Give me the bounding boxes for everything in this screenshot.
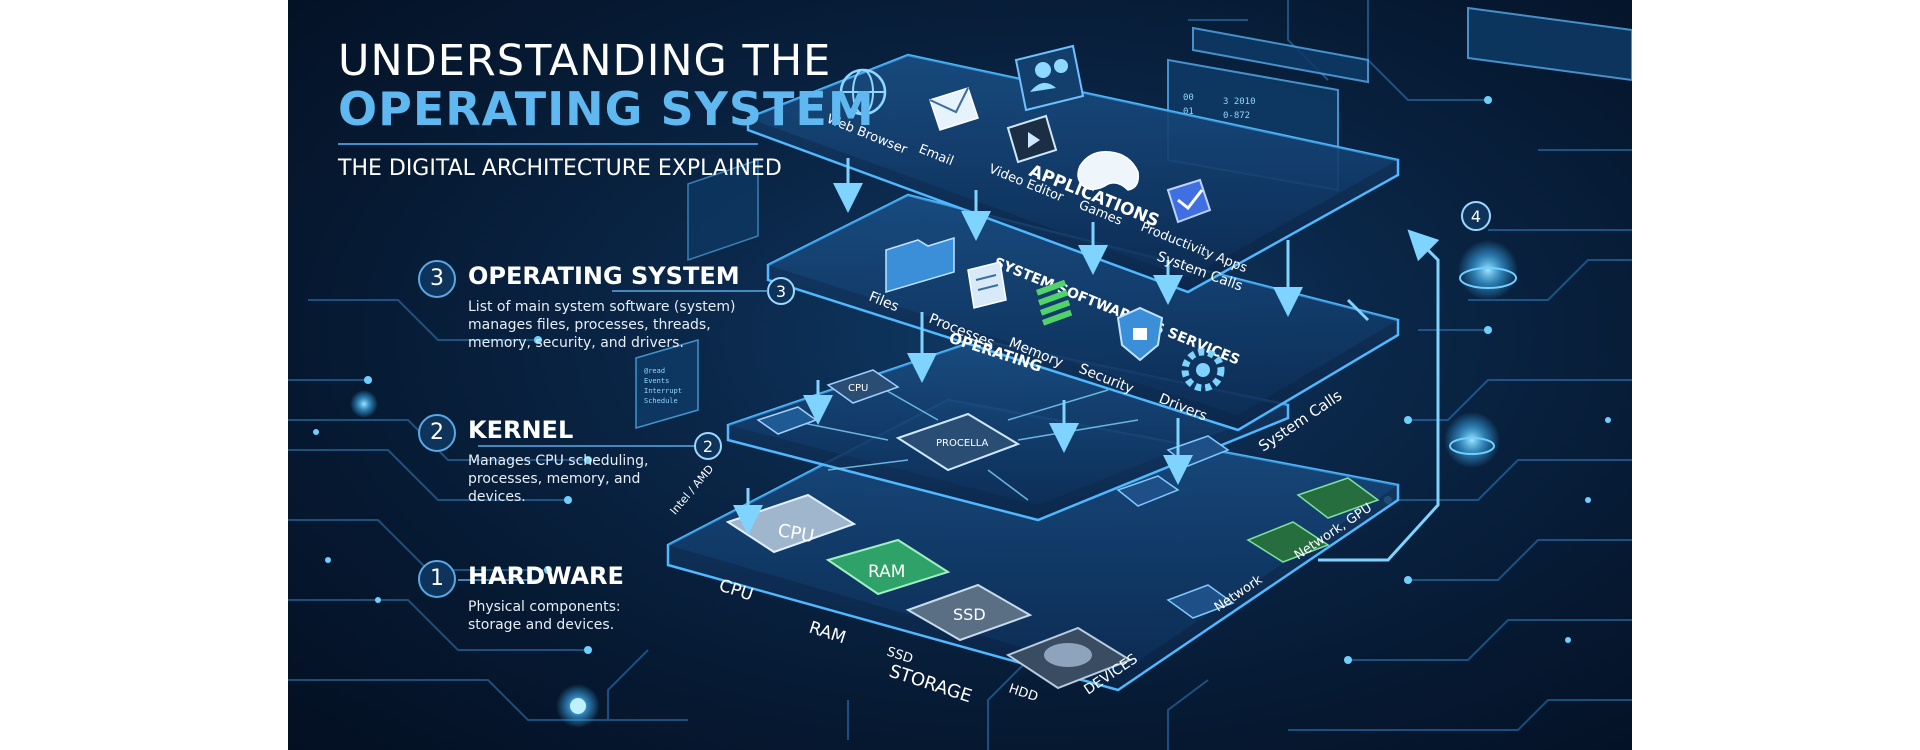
title-divider [338, 143, 758, 145]
cpu-brand-label: Intel / AMD [667, 463, 716, 518]
layer-description: Manages CPU scheduling, processes, memor… [468, 453, 649, 505]
kernel-cpu: CPU [826, 369, 900, 404]
layer-description: List of main system software (system) ma… [468, 299, 736, 351]
glow-nodes [350, 240, 1518, 728]
kernel-chip-label: PROCELLA [936, 438, 989, 449]
checkmark-icon [1166, 178, 1212, 224]
gamepad-icon [1077, 151, 1140, 191]
kernel-chip: PROCELLA [895, 412, 1021, 472]
page-title-line2: OPERATING SYSTEM [338, 82, 875, 136]
layer-description: Physical components: storage and devices… [468, 599, 621, 633]
layer-number-badge: 1 [418, 560, 456, 598]
kernel-cpu-label: CPU [848, 383, 868, 394]
side-note: Interrupt [644, 387, 682, 395]
shield-lock-icon [1116, 306, 1164, 362]
film-icon [1006, 114, 1058, 164]
memory-bars-icon [1036, 279, 1073, 326]
gear-icon [1181, 348, 1225, 392]
trace-dots [313, 96, 1611, 664]
page-title-line1: UNDERSTANDING THE [338, 36, 832, 86]
flow-arrows [733, 158, 1440, 562]
ram-chip-label: RAM [868, 562, 905, 582]
applications-layer: APPLICATIONS Web Browser Email Video Edi… [746, 44, 1400, 294]
layer-number-badge: 2 [418, 414, 456, 452]
marker-4-label: 4 [1471, 207, 1481, 226]
marker-3-label: 3 [776, 282, 786, 301]
folder-icon [885, 236, 955, 294]
layer-number-badge: 3 [418, 260, 456, 298]
side-note: @read [644, 367, 665, 375]
hw-label-hdd: HDD [1007, 682, 1040, 705]
ssd-drive: SSD [905, 583, 1033, 642]
hw-label-ram: RAM [806, 618, 848, 649]
code-line: 0-872 [1223, 111, 1250, 121]
users-icon [1014, 44, 1085, 112]
page-subtitle: THE DIGITAL ARCHITECTURE EXPLAINED [338, 156, 782, 181]
layer-title: OPERATING SYSTEM [468, 262, 740, 290]
code-line: 01 [1183, 107, 1194, 117]
floating-windows [1167, 6, 1632, 192]
side-note: Events [644, 377, 669, 385]
side-note: Schedule [644, 397, 678, 405]
document-icon [967, 261, 1007, 309]
marker-4 [1461, 201, 1491, 231]
ram-module: RAM [825, 538, 951, 596]
network-boards [1166, 477, 1380, 619]
layer-title: HARDWARE [468, 562, 624, 590]
ssd-chip-label: SSD [953, 605, 986, 624]
code-line: 00 [1183, 93, 1194, 103]
hdd-icon [1005, 626, 1133, 690]
hw-label-storage: STORAGE [886, 661, 974, 707]
architecture-illustration: 00 01 3 2010 0-872 @read Events Interrup… [288, 0, 1632, 750]
globe-icon [839, 68, 887, 116]
code-line: 3 2010 [1223, 97, 1256, 107]
code-panel-lines: 00 01 3 2010 0-872 [1183, 93, 1256, 121]
marker-2 [694, 432, 722, 460]
envelope-icon [929, 87, 979, 131]
leader-lines [458, 290, 768, 581]
layer-title: KERNEL [468, 416, 574, 444]
kernel-side-panel: @read Events Interrupt Schedule [635, 158, 759, 429]
infographic-panel: 00 01 3 2010 0-872 @read Events Interrup… [288, 0, 1632, 750]
marker-2-label: 2 [703, 437, 713, 456]
os-layer: SYSTEM SOFTWARE/OS SERVICES OPERATING Fi… [766, 193, 1400, 432]
